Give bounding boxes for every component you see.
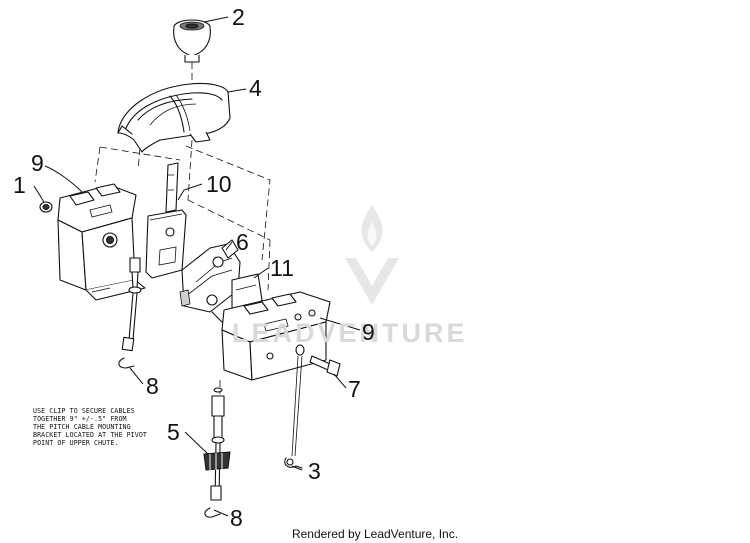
handle-cover-part	[117, 82, 231, 153]
callout-11: 11	[270, 255, 294, 281]
callout-2: 2	[232, 4, 245, 30]
callout-8-upper: 8	[146, 373, 159, 399]
leader-lines	[33, 16, 361, 517]
nut-part	[39, 201, 53, 213]
cable-clip-part	[203, 451, 231, 471]
callout-5: 5	[167, 419, 180, 445]
callout-9-right: 9	[362, 319, 375, 345]
callout-3: 3	[308, 458, 321, 484]
upper-cable-part	[121, 257, 142, 352]
leadventure-watermark-text: LEADVENTURE	[232, 318, 468, 348]
spring-cable-part	[284, 344, 305, 469]
hairpin-clip-lower	[204, 507, 221, 518]
assembly-note: USE CLIP TO SECURE CABLES TOGETHER 9" +/…	[33, 407, 147, 447]
leadventure-logo-watermark	[345, 205, 399, 305]
pivot-plate-part	[179, 239, 241, 313]
callout-6: 6	[236, 229, 249, 255]
callout-7: 7	[348, 376, 361, 402]
footer-credit: Rendered by LeadVenture, Inc.	[291, 527, 459, 541]
knob-part	[173, 19, 211, 63]
lever-part	[145, 162, 187, 279]
lower-cable-part	[210, 380, 225, 501]
callout-1: 1	[13, 172, 26, 198]
callout-4: 4	[249, 75, 262, 101]
callout-8-lower: 8	[230, 505, 243, 531]
callout-9-left: 9	[31, 150, 44, 176]
hairpin-clip-upper	[118, 357, 135, 369]
bolt-part	[309, 355, 341, 377]
right-bracket-part	[221, 291, 331, 381]
left-bracket-part	[57, 183, 146, 301]
callout-10: 10	[206, 171, 232, 197]
